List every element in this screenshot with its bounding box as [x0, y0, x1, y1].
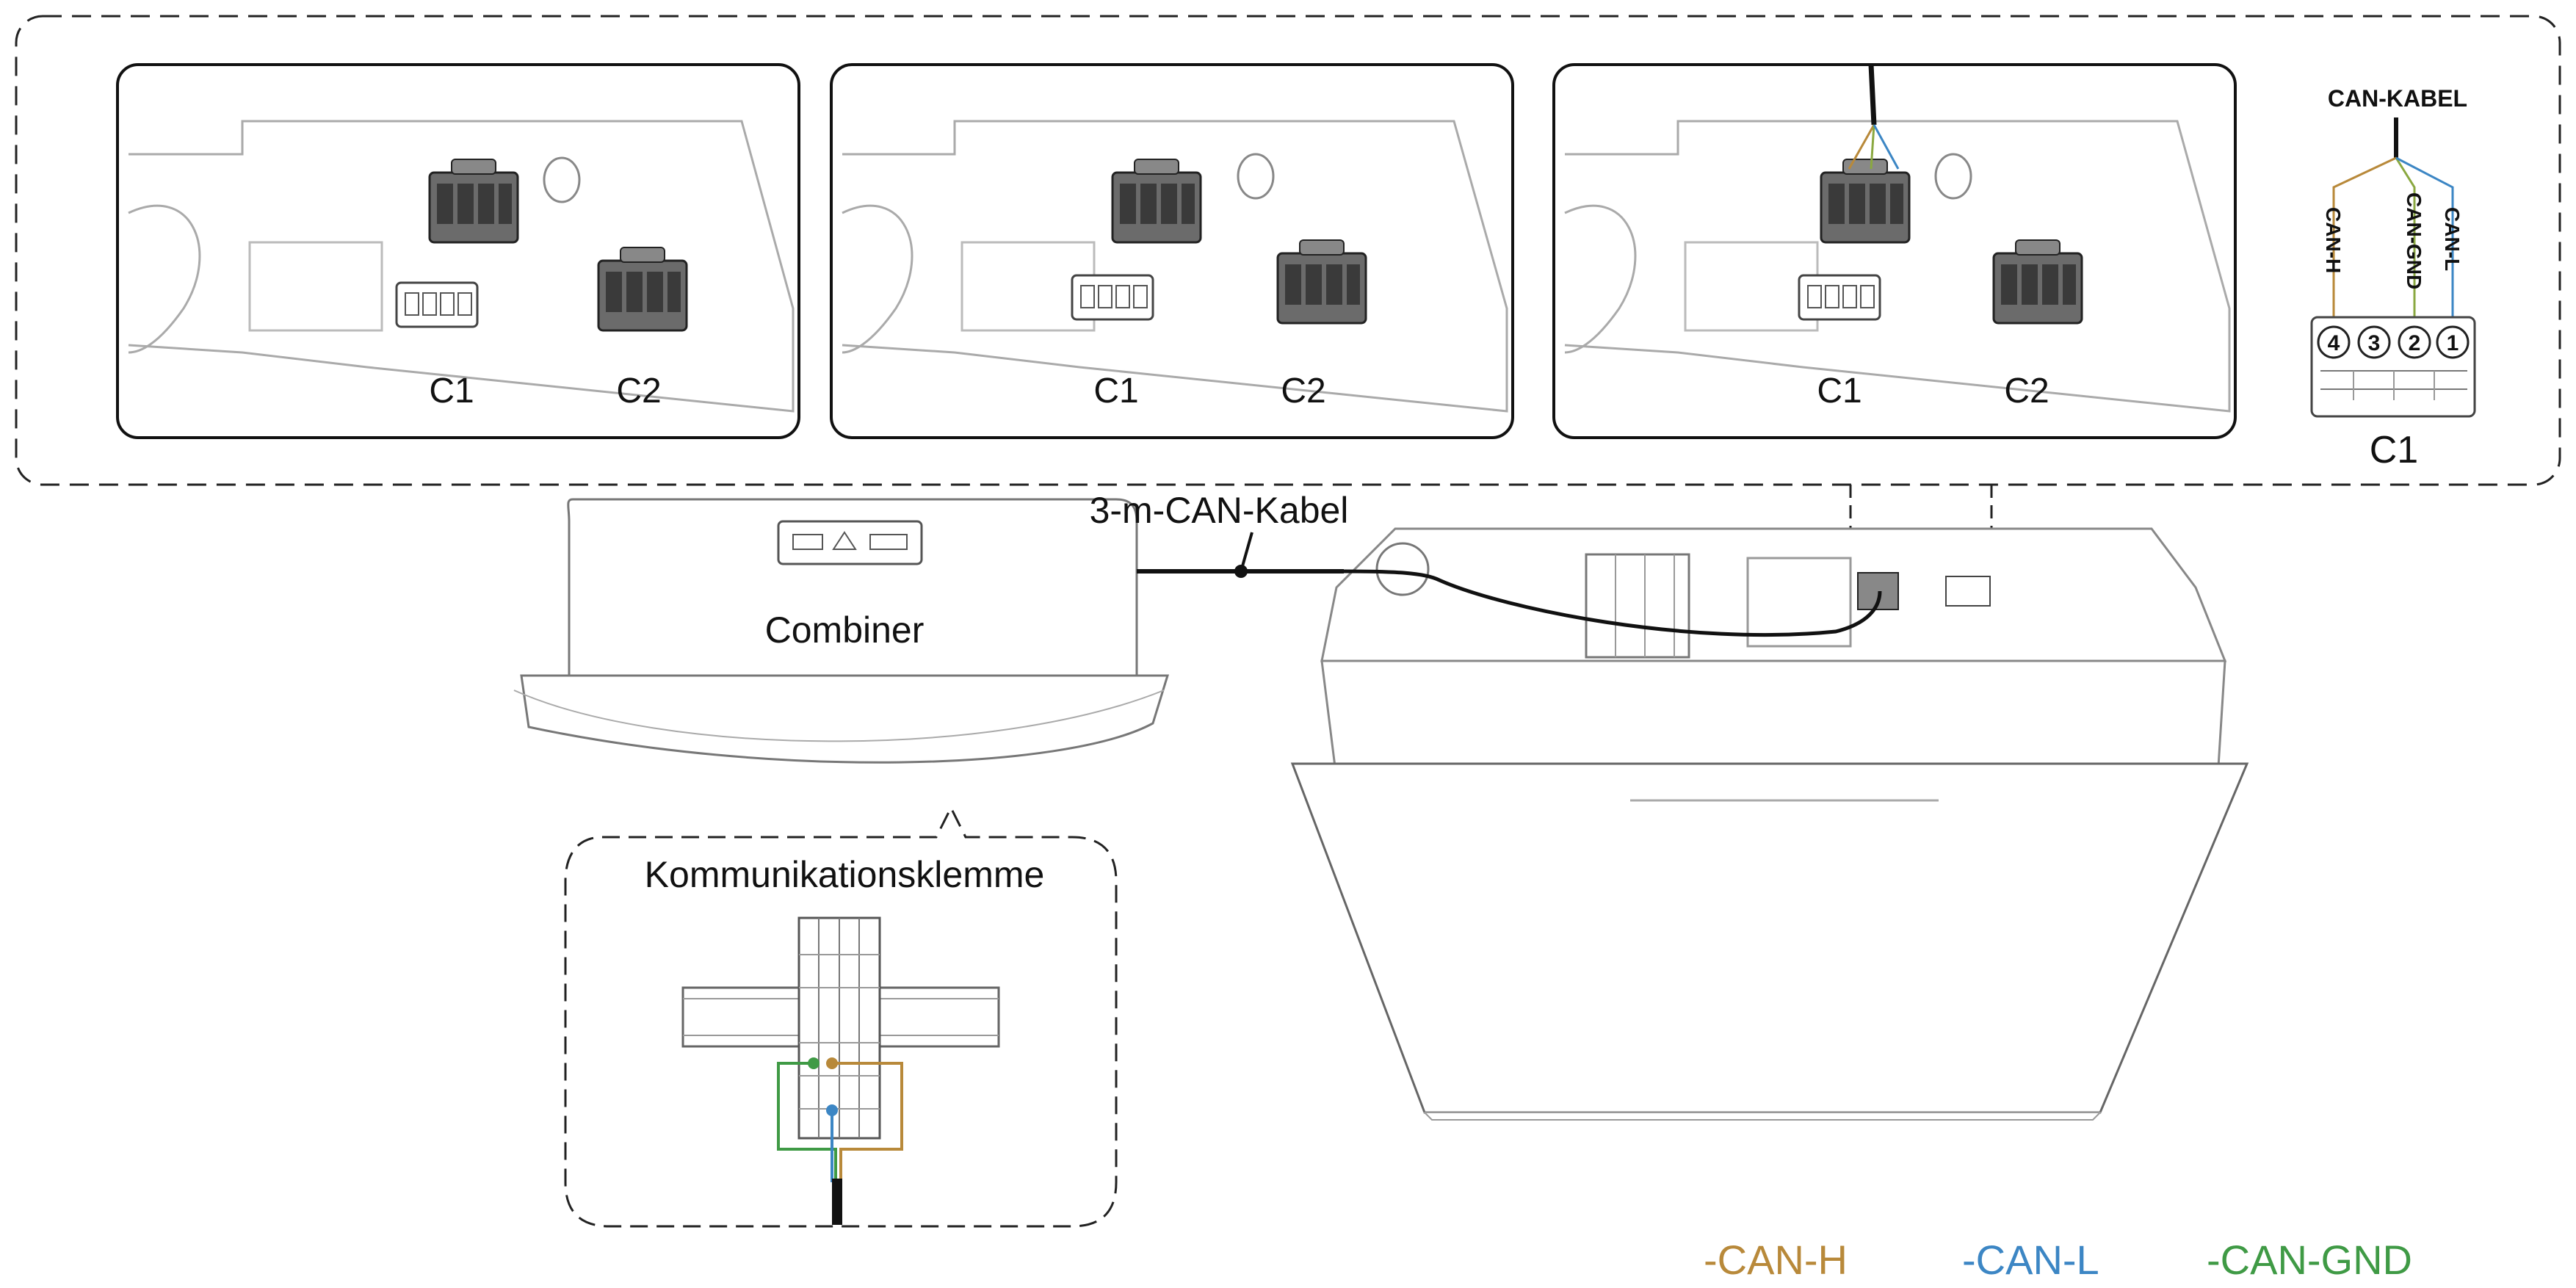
svg-text:4: 4 [2328, 331, 2340, 355]
detail-panel-2: C1 C2 [830, 63, 1514, 439]
connector-pinout: CAN-KABEL CAN-H CAN-GND CAN-L 4 3 2 1 C1 [2310, 85, 2476, 471]
pin-1: 1 [2436, 325, 2470, 359]
pin-4: 4 [2317, 325, 2351, 359]
inverter-unit [1290, 527, 2249, 1121]
legend-can-h: -CAN-H [1704, 1237, 1848, 1283]
panel-1-c2-label: C2 [616, 372, 661, 410]
detail-panel-3: C1 C2 [1552, 63, 2237, 439]
can-cable [1868, 64, 1877, 126]
svg-text:3: 3 [2368, 331, 2381, 355]
combiner-unit: Combiner [513, 498, 1170, 764]
combiner-label: Combiner [765, 609, 925, 651]
panel-2-c1-label: C1 [1093, 372, 1138, 410]
panel-3-c2-label: C2 [2004, 372, 2049, 410]
connector-c1-label: C1 [2370, 429, 2418, 471]
wire-can-h [832, 1062, 903, 1182]
terminal-callout: Kommunikationsklemme [564, 805, 1118, 1228]
panel-2-c2-label: C2 [1281, 372, 1325, 410]
cable-label: 3-m-CAN-Kabel [1090, 490, 1349, 531]
pin-2: 2 [2398, 325, 2431, 359]
legend-can-l: -CAN-L [1962, 1237, 2099, 1283]
terminal-block [797, 916, 881, 1140]
terminal-title: Kommunikationsklemme [645, 854, 1045, 895]
detail-panel-1: C1 C2 [116, 63, 800, 439]
can-cable-3m: 3-m-CAN-Kabel [1090, 490, 1349, 578]
legend-can-gnd: -CAN-GND [2207, 1237, 2412, 1283]
svg-text:1: 1 [2447, 331, 2459, 355]
detail-frame [15, 15, 2561, 486]
legend: -CAN-H -CAN-L -CAN-GND [1704, 1237, 2412, 1283]
panel-1-c1-label: C1 [429, 372, 474, 410]
wire-label-can-l: CAN-L [2441, 207, 2464, 271]
panel-3-c1-label: C1 [1817, 372, 1862, 410]
pin-3: 3 [2357, 325, 2391, 359]
wire-can-gnd [777, 1062, 837, 1182]
svg-text:2: 2 [2409, 331, 2421, 355]
wire-label-can-gnd: CAN-GND [2403, 192, 2425, 289]
can-kabel-title: CAN-KABEL [2328, 85, 2467, 112]
wire-label-can-h: CAN-H [2322, 207, 2345, 273]
